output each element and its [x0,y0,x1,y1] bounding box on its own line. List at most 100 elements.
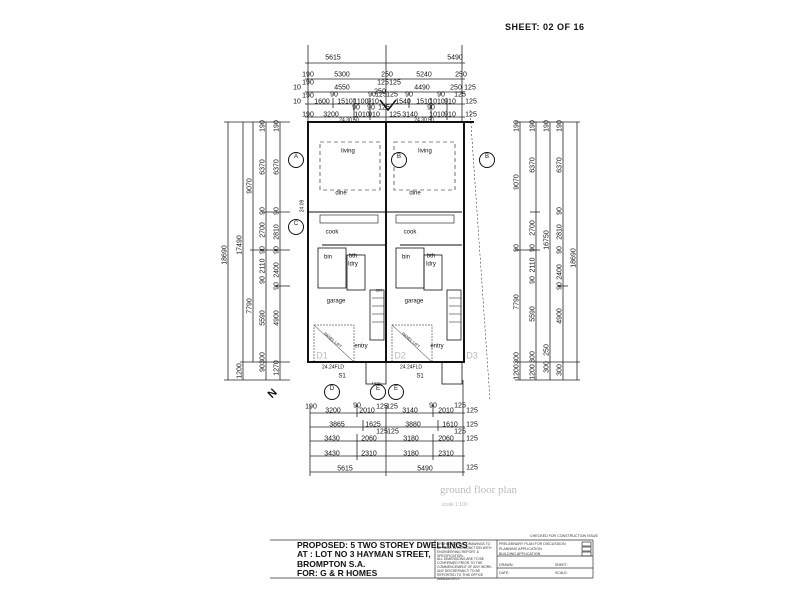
dim-label: 125 [375,91,387,99]
dim-label: 125 [464,84,476,92]
dim-label: 1540 [395,98,411,106]
dim-label: 90 [513,244,521,252]
level-label: 24.30 50 [339,117,359,124]
dim-label: 90 [529,244,537,252]
level-label: 24.30 50 [414,117,434,124]
dim-label: 90 [273,207,281,215]
dim-label: 6370 [529,157,537,173]
dim-label: 90 [368,91,376,99]
status-planning: PLANNING APPLICATION [499,547,542,551]
dim-label: 5615 [325,54,341,62]
dim-label: 125 [386,403,398,411]
room-ldry-2: ldry [426,261,436,268]
dim-label: 190 [259,120,267,132]
dim-label: 4900 [556,308,564,324]
checked-label: CHECKED FOR CONSTRUCTION ISSUE [530,534,598,538]
dim-label: 5300 [334,71,350,79]
dim-label: 5490 [447,54,463,62]
room-garage-2: garage [404,298,424,305]
dim-label: 3430 [324,450,340,458]
dim-label: 90 [437,91,445,99]
dim-label: 125 [454,402,466,410]
status-preliminary: PRELIMINARY PLAN FOR DISCUSSION [499,542,566,546]
dim-label: 250 [455,71,467,79]
dim-label: 1010 [429,98,445,106]
dim-label: 5490 [417,465,433,473]
dim-label: 125 [376,403,388,411]
project-title: PROPOSED: 5 TWO STOREY DWELLINGS AT : LO… [297,540,468,578]
dim-label: 125 [376,428,388,436]
section-marker-e: E [388,384,404,400]
dim-label: 2110 [259,258,267,274]
dim-label: 3200 [325,407,341,415]
dim-label: 90 [259,207,267,215]
level-label: 24.24FLD [400,364,422,371]
dim-label: 10 [293,98,301,106]
project-line-4: FOR: G & R HOMES [297,567,378,578]
dim-label: 2700 [529,220,537,236]
dim-label: 90 [273,282,281,290]
room-entry-1: entry [354,343,368,350]
drawn-label: DRAWN: [499,563,514,567]
dim-label: 2310 [438,450,454,458]
dim-label: 2010 [438,407,454,415]
dim-label: 125 [466,464,478,472]
dim-label: 125 [389,79,401,87]
dim-label: 2810 [556,224,564,240]
note-1: ARCHITECTURAL DRAWINGS TO BE READ IN CON… [437,542,492,558]
project-line-1: PROPOSED: 5 TWO STOREY DWELLINGS [297,540,468,550]
room-garage-1: garage [326,298,346,305]
sheet-number: SHEET: 02 OF 16 [505,22,585,32]
dim-label: 1200 [236,363,244,379]
note-2: ALL DIMENSIONS ARE TO BE CONFIRMED PRIOR… [437,557,493,581]
dim-label: 125 [466,435,478,443]
dim-label: 300 [513,352,521,364]
bottom-dimension-lines [309,380,465,476]
dim-label: 90 [330,91,338,99]
dim-label: 3180 [403,435,419,443]
level-label: 24.24FLD [322,364,344,371]
dim-label: 190 [302,111,314,119]
dim-label: 190 [305,403,317,411]
dim-label: 2060 [361,435,377,443]
plan-title: ground floor plan [440,484,517,496]
dim-label: 9070 [246,178,254,194]
dim-label: 90 [427,104,435,112]
dim-label: 3180 [403,450,419,458]
dim-label: 2010 [359,407,375,415]
dim-label: 190 [302,71,314,79]
dim-label: 190 [513,120,521,132]
dim-label: 90 [367,104,375,112]
dim-label: 1010 [354,111,370,119]
dim-label: 2400 [556,264,564,280]
dim-label: 190 [543,120,551,132]
dim-label: 910 [368,111,380,119]
dim-label: 250 [543,344,551,356]
dim-label: 1625 [365,421,381,429]
dim-label: 910 [444,111,456,119]
room-cook-1: cook [325,229,339,236]
dim-label: 125 [378,104,390,112]
dim-label: 1200 [529,364,537,380]
room-living-1: living [341,148,355,155]
section-marker-b: B [391,152,407,168]
room-bth-2: bth [426,253,436,260]
dim-label: 300 [543,361,551,373]
dim-label: 1100 [353,98,369,106]
dim-label: 1610 [442,421,458,429]
project-line-3: BROMPTON S.A. [297,558,366,569]
door-tag-2: D2 [394,350,406,361]
dim-label: 4900 [273,310,281,326]
dim-label: 90 [556,246,564,254]
dim-label: 910 [367,98,379,106]
dim-label: 1510 [416,98,432,106]
window-label: 820 [375,287,383,293]
dim-label: 125 [387,428,399,436]
level-label: 24.09 [299,199,306,213]
dim-label: 1510 [337,98,353,106]
left-dimension-lines [224,121,290,381]
dim-label: 2700 [259,222,267,238]
dim-label: 6370 [259,159,267,175]
dim-label: 90 [259,364,267,372]
dim-label: 4550 [334,84,350,92]
